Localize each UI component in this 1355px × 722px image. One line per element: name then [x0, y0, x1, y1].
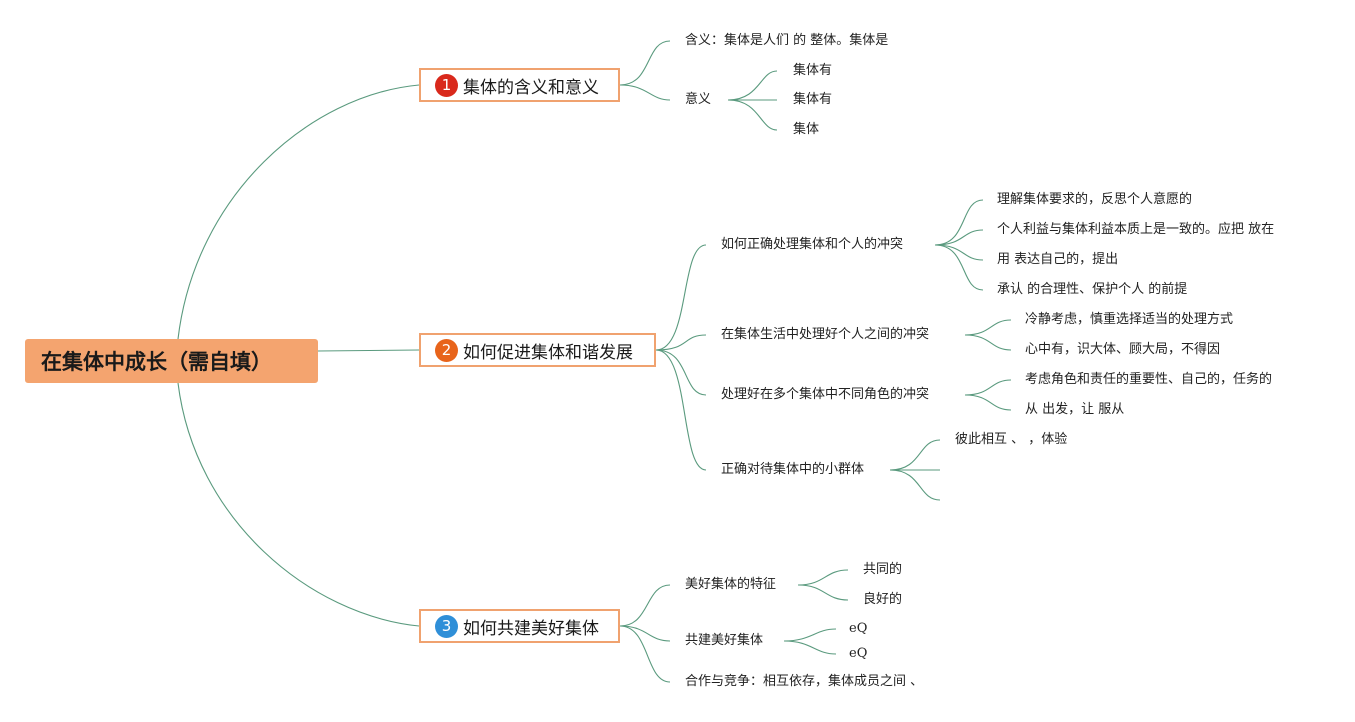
- connector-b1-significance: [619, 84, 671, 101]
- leaf-topic[interactable]: 良好的: [863, 592, 903, 607]
- connector-b1-sig-3: [727, 99, 778, 131]
- connector-b2-sub-3: [655, 349, 707, 396]
- subtopic-significance[interactable]: 意义: [685, 92, 712, 107]
- connector-root-branch-2: [317, 349, 420, 352]
- leaf-topic[interactable]: 冷静考虑，慎重选择适当的处理方式: [1025, 312, 1234, 327]
- branch-title-1: 集体的含义和意义: [463, 77, 599, 98]
- subtopic-good-collective-features[interactable]: 美好集体的特征: [685, 577, 777, 592]
- leaf-topic[interactable]: eQ: [849, 621, 868, 636]
- connector-b2-s4-3: [889, 469, 941, 501]
- leaf-topic[interactable]: 理解集体要求的，反思个人意愿的: [997, 192, 1193, 207]
- branch-topic-2[interactable]: 2 如何促进集体和谐发展: [419, 333, 656, 367]
- leaf-topic[interactable]: 从 出发，让 服从: [1025, 402, 1125, 417]
- subtopic-small-groups[interactable]: 正确对待集体中的小群体: [721, 462, 865, 477]
- branch-title-2: 如何促进集体和谐发展: [463, 342, 633, 363]
- connector-b2-s1-3: [934, 244, 984, 261]
- leaf-topic[interactable]: eQ: [849, 646, 868, 661]
- number-badge-1: 1: [435, 73, 458, 97]
- leaf-topic[interactable]: 心中有，识大体、顾大局，不得因: [1025, 342, 1221, 357]
- connector-b1-meaning: [619, 40, 671, 86]
- subtopic-meaning[interactable]: 含义：集体是人们 的 整体。集体是: [685, 33, 889, 48]
- connector-b3-sub-1: [619, 584, 671, 627]
- leaf-topic[interactable]: 承认 的合理性、保护个人 的前提: [997, 282, 1188, 297]
- number-badge-2: 2: [435, 338, 458, 362]
- leaf-topic[interactable]: 集体有: [793, 92, 833, 107]
- connector-b2-s3-2: [964, 394, 1012, 411]
- root-topic-title: 在集体中成长（需自填）: [41, 350, 272, 374]
- leaf-topic[interactable]: 集体: [793, 122, 820, 137]
- connector-b2-s2-2: [964, 334, 1012, 351]
- connector-b2-s4-1: [889, 439, 941, 471]
- connector-b2-s1-4: [934, 244, 984, 291]
- leaf-topic[interactable]: 考虑角色和责任的重要性、自己的，任务的: [1025, 372, 1273, 387]
- connector-root-branch-1: [177, 84, 420, 340]
- number-badge-3: 3: [435, 614, 458, 638]
- connector-b3-s1-1: [797, 569, 849, 586]
- connector-b2-s2-1: [964, 319, 1012, 336]
- leaf-topic[interactable]: 彼此相互 、 ，体验: [955, 432, 1068, 447]
- leaf-topic[interactable]: 共同的: [863, 562, 903, 577]
- leaf-topic[interactable]: 个人利益与集体利益本质上是一致的。应把 放在: [997, 222, 1275, 237]
- connector-b2-sub-2: [655, 334, 707, 351]
- subtopic-individual-collective-conflict[interactable]: 如何正确处理集体和个人的冲突: [721, 237, 904, 252]
- connector-b3-s2-2: [783, 640, 837, 655]
- root-topic[interactable]: 在集体中成长（需自填）: [25, 339, 318, 383]
- branch-topic-3[interactable]: 3 如何共建美好集体: [419, 609, 620, 643]
- connector-b2-s1-1: [934, 199, 984, 246]
- subtopic-interpersonal-conflict[interactable]: 在集体生活中处理好个人之间的冲突: [721, 327, 930, 342]
- connector-b1-sig-1: [727, 70, 778, 101]
- connector-b3-sub-2: [619, 625, 671, 642]
- connector-b3-s1-2: [797, 584, 849, 601]
- leaf-topic[interactable]: 集体有: [793, 63, 833, 78]
- leaf-topic[interactable]: 用 表达自己的，提出: [997, 252, 1119, 267]
- branch-title-3: 如何共建美好集体: [463, 618, 599, 639]
- connector-b2-sub-1: [655, 244, 707, 351]
- subtopic-build-good-collective[interactable]: 共建美好集体: [685, 633, 764, 648]
- connector-b2-s3-1: [964, 379, 1012, 396]
- subtopic-cooperation-competition[interactable]: 合作与竞争：相互依存，集体成员之间 、: [685, 674, 924, 689]
- connector-b3-sub-3: [619, 625, 671, 683]
- connector-b2-s1-2: [934, 229, 984, 246]
- connector-b3-s2-1: [783, 628, 837, 642]
- connector-b2-sub-4: [655, 349, 707, 471]
- subtopic-role-conflict[interactable]: 处理好在多个集体中不同角色的冲突: [721, 387, 930, 402]
- connector-root-branch-3: [177, 382, 420, 627]
- branch-topic-1[interactable]: 1 集体的含义和意义: [419, 68, 620, 102]
